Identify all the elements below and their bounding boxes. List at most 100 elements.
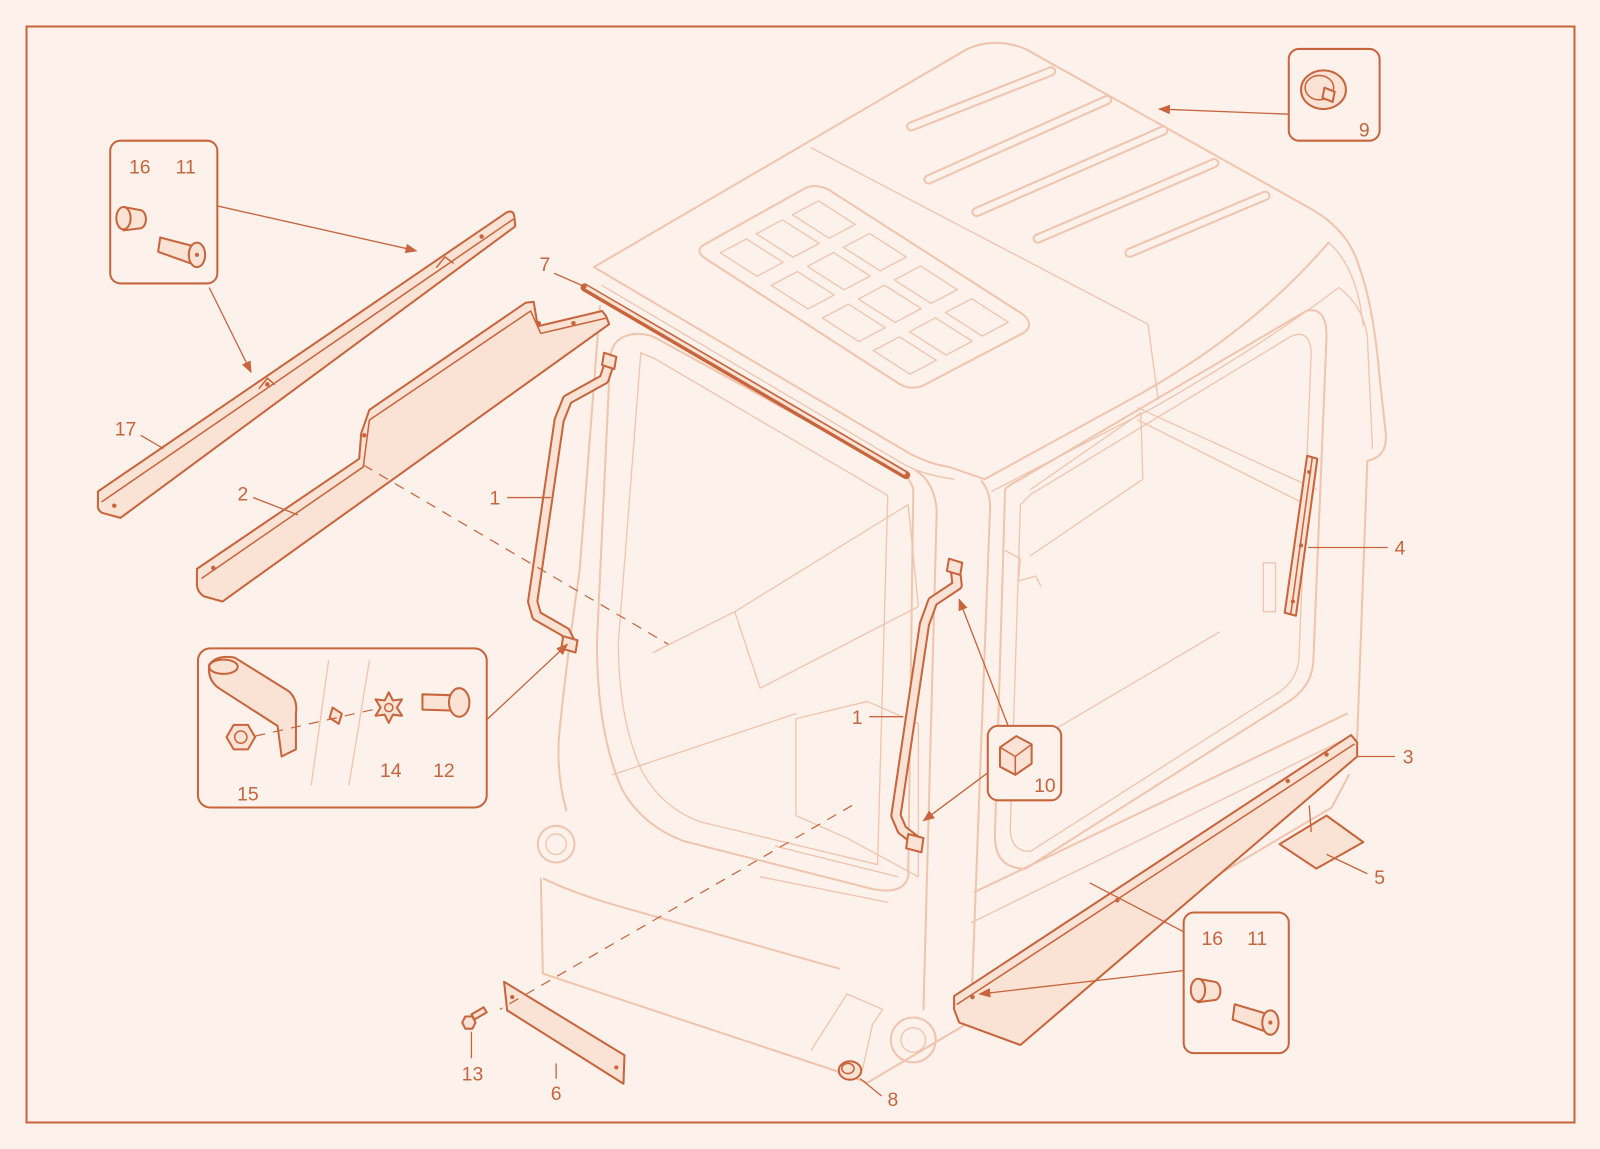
part-17-hole [112,503,117,508]
detail-box-part-9: 9 [1287,47,1381,142]
leader-box-c-to-roof [1157,104,1289,115]
callout-3: 3 [1403,747,1414,769]
roof-grille-cell [755,219,820,258]
callout-11-bottom: 11 [1247,928,1267,950]
handrail-right-top-bracket [945,557,964,577]
callout-17: 17 [115,418,137,440]
handrail-right-highlight [892,563,961,844]
interior-step [759,845,899,903]
leader-box-a-to-part-17-lower [208,287,252,374]
alignment-line-part-6 [499,804,853,1010]
cab-outline [536,41,1387,1084]
handrail-left-bottom-bracket [560,635,579,654]
part-4 [1283,454,1319,617]
roller-right [889,1016,937,1064]
roof-grille-cell [821,303,886,343]
roller-left [536,824,576,864]
part-3 [953,734,1359,1047]
part-11-pin [157,236,207,269]
windshield-frame-inner [617,352,889,866]
callout-12: 12 [433,760,455,782]
roof-grille-cell [872,336,937,375]
callout-7: 7 [540,254,551,276]
leader-box-a-to-part-17 [217,205,418,254]
part-3-fold [956,743,1355,1005]
roof-outline [592,41,1387,462]
alignment-line-part-2 [362,464,669,645]
door-opening-inner [1009,333,1312,852]
leader-2 [252,496,299,516]
pin-head-center [1268,1020,1273,1025]
part-16-grommet [1189,977,1222,1004]
handrail-left-highlight [529,357,614,644]
callout-9: 9 [1359,120,1370,142]
front-right-pillar-inner [915,469,938,1011]
roof-grille-cell [806,251,871,291]
mount-plate-detail [328,706,343,725]
base-top-edge [542,877,840,970]
roof-grille-cell [944,298,1010,337]
part-1-left [527,351,618,654]
roof-rib-inner [908,68,1055,130]
detail-guide-line [348,659,371,786]
part-4-hole [1290,599,1295,604]
leader-5 [1326,853,1368,875]
part-2-hole [211,565,216,571]
part-3-hole [1324,752,1329,757]
part-11-pin [1231,1003,1280,1036]
callout-8: 8 [887,1089,898,1111]
roof-rib-inner [973,127,1167,216]
part-3-hole [1115,897,1120,903]
part-2-fold [201,310,607,579]
callout-5: 5 [1374,867,1385,889]
roof-grille-cell [893,265,959,305]
part-4-fold [1290,457,1314,615]
part-9-cap-ring [1304,74,1335,101]
part-2-hole [362,433,367,438]
leader-7 [553,272,588,289]
door-sill-lower [970,738,1346,924]
part-12-bolt-head [447,687,471,718]
roof-grille-cell [842,232,907,272]
part-3-hole [970,994,975,1000]
part-4-hole [1298,543,1304,548]
roof-ribs [906,66,1271,258]
roller-right-hub [900,1027,927,1053]
part-6-hole [510,995,515,1000]
part-17-strip [96,210,517,519]
part-15-nut [225,723,257,751]
part-16-grommet [115,205,147,232]
roof-grille-outline [698,184,1031,389]
part-17-fold [101,218,515,503]
roof-grille-cell [770,270,835,310]
detail-box-top-left: 16 11 [109,139,219,285]
callout-10: 10 [1034,775,1056,797]
roof-rib-inner [1034,160,1218,242]
roof-grille-cell [719,238,784,277]
callout-6: 6 [551,1083,562,1105]
roof-grille-cell [908,317,973,356]
diagram-border [25,25,1576,1124]
part-6-hole [614,1065,619,1070]
part-4-hole [1307,469,1312,475]
detail-box-bottom-right: 16 11 [1182,911,1290,1055]
roof-division-line [810,147,1159,401]
interior-rear-wall [1029,412,1144,557]
detail-box-fasteners: 15 14 12 [196,647,488,809]
leader-box-e-to-part-3-upper [1089,882,1184,933]
part-2 [195,300,611,603]
leader-box-d-to-handrail-top [958,598,1009,727]
callout-1-left: 1 [490,488,501,510]
callout-1-right: 1 [852,707,863,729]
interior-fitting [1004,549,1042,587]
washer-bore [383,702,394,713]
roof-rib-inner [925,96,1111,183]
front-right-pillar-outer [970,480,992,1006]
part-17-hole [265,382,270,387]
interior-floor-back [611,611,797,776]
part-3-strip [953,734,1359,1047]
handrail-end-opening [208,658,239,675]
roof-front-lip [601,284,955,480]
